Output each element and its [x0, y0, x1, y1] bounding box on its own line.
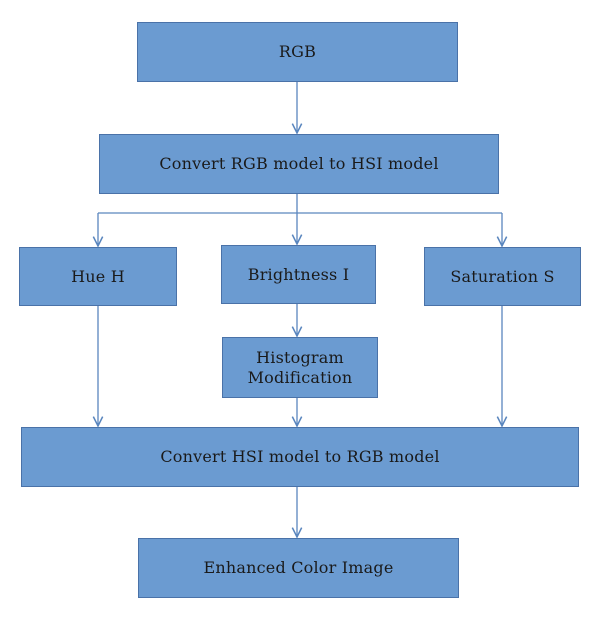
brightness-box: Brightness I [221, 245, 376, 304]
hue-label: Hue H [71, 266, 125, 286]
saturation-box: Saturation S [424, 247, 581, 306]
convert-rgb-to-hsi-label: Convert RGB model to HSI model [159, 154, 439, 173]
convert-rgb-to-hsi-box: Convert RGB model to HSI model [99, 134, 499, 194]
brightness-label: Brightness I [247, 264, 350, 284]
enhanced-color-image-box: Enhanced Color Image [138, 538, 459, 598]
histogram-label-line2: Modification [247, 367, 353, 387]
rgb-box: RGB [137, 22, 458, 82]
convert-hsi-to-rgb-label: Convert HSI model to RGB model [160, 447, 440, 466]
histogram-label-line1: Histogram [256, 347, 344, 367]
saturation-label: Saturation S [450, 266, 555, 286]
histogram-modification-box: Histogram Modification [222, 337, 378, 398]
rgb-label: RGB [278, 42, 317, 61]
convert-hsi-to-rgb-box: Convert HSI model to RGB model [21, 427, 579, 487]
hue-box: Hue H [19, 247, 177, 306]
enhanced-color-image-label: Enhanced Color Image [203, 558, 394, 577]
